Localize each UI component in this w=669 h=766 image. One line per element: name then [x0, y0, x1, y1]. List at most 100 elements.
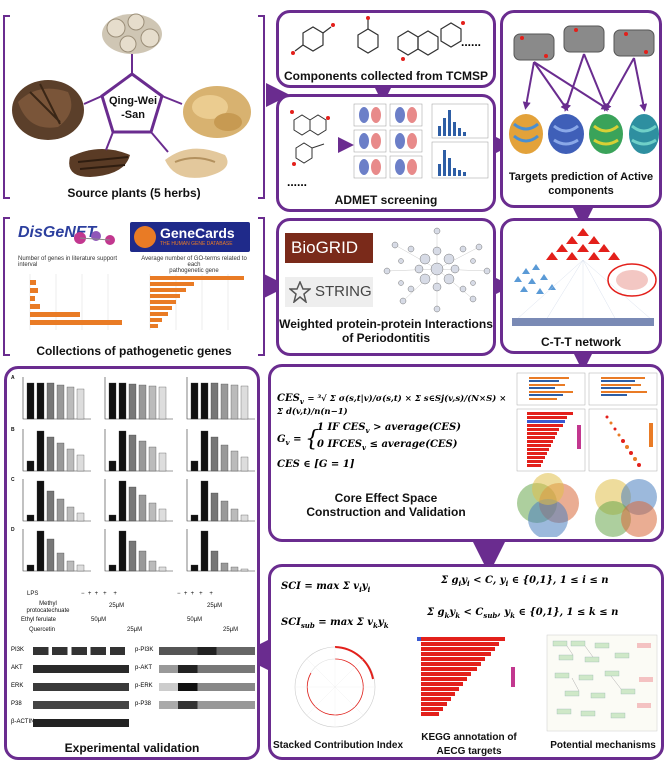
exp-chart-bar: [26, 382, 35, 420]
exp-chart-bar: [36, 530, 45, 572]
experimental-caption: Experimental validation: [64, 741, 200, 755]
exp-chart-bar: [108, 564, 117, 572]
treat-row-lps: LPS − + + + + − + + + +: [9, 591, 257, 601]
string-logo-text: STRING: [315, 283, 372, 300]
blot-p-akt: p-AKT: [135, 661, 257, 679]
herbs-illustration: [12, 13, 251, 178]
treat-row-quercetin-dose: 25μM: [127, 627, 143, 633]
ces-equation: CESv = ³√ Σ σ(s,t|v)/σ(s,t) × Σ s∈Sj(v,s…: [277, 393, 507, 417]
blot-p-erk: p-ERK: [135, 679, 257, 697]
formula-line-2: -San: [121, 109, 145, 121]
bracket-left-mid: [3, 217, 10, 356]
bracket-right-top: [258, 15, 265, 199]
center-pentagon: [100, 72, 164, 134]
treat-row-ethyl-dose: 50μM: [91, 617, 107, 623]
targets-caption-line-1: Targets prediction of Active: [508, 171, 654, 183]
g-case-2-b: ≤ average(CES): [366, 439, 458, 450]
sci-panel: SCI = max Σ viyi SCIsub = max Σ vkyk Σ g…: [268, 564, 664, 760]
val-dot-plot: [588, 408, 658, 472]
exp-chart-bar: [138, 494, 147, 522]
exp-chart-bar: [56, 384, 65, 420]
exp-chart-bar: [230, 566, 239, 572]
admet-panel: ...... ADMET screening: [276, 94, 496, 212]
sci-eq2-rhs: = max Σ v: [314, 617, 374, 628]
sci-caption-b-line-1: KEGG annotation of: [421, 732, 517, 743]
g-case-2: 0 IFCESv ≤ average(CES): [317, 439, 458, 452]
ctt-network: [512, 228, 657, 326]
exp-chart-bar: [118, 430, 127, 472]
exp-chart-bar: [138, 384, 147, 420]
exp-chart-bar: [210, 550, 219, 572]
exp-chart-bar: [56, 498, 65, 522]
exp-chart-bar: [46, 436, 55, 472]
treat-row-quercetin-dose-2: 25μM: [223, 627, 239, 633]
exp-chart-bar: [148, 385, 157, 420]
blots-left: PI3K AKT ERK P38 β-ACTIN: [9, 643, 131, 733]
venn-1: [517, 473, 579, 537]
g-cases: 1 IF CESv > average(CES) 0 IFCESv ≤ aver…: [317, 421, 461, 455]
admet-ellipsis: ......: [287, 175, 308, 189]
g-sub: v: [285, 438, 290, 447]
blot-p-pi3k-band: [159, 647, 255, 655]
exp-chart-bar: [66, 386, 75, 420]
exp-chart-bar: [220, 500, 229, 522]
exp-chart-bar: [200, 530, 209, 572]
ppi-caption-line-2: of Periodontitis: [342, 331, 430, 345]
exp-chart-bar: [66, 448, 75, 472]
panel-label-c: C: [11, 477, 15, 483]
treat-row-ethyl-dose-2: 50μM: [187, 617, 203, 623]
blot-p-erk-label: p-ERK: [135, 683, 153, 689]
treat-row-ethyl: Ethyl ferulate 50μM 50μM: [9, 617, 257, 627]
treat-row-lps-signs-2: − + + + +: [177, 591, 213, 597]
source-plants-caption: Source plants (5 herbs): [67, 186, 201, 200]
herb-5-image: [165, 148, 228, 178]
exp-chart-bar: [76, 388, 85, 420]
blot-p-p38-label: p-P38: [135, 701, 152, 707]
pathogenetic-caption: Collections of pathogenetic genes: [36, 344, 232, 358]
exp-chart-bar: [26, 460, 35, 472]
treat-row-lps-signs: − + + + +: [81, 591, 117, 597]
ces-caption-line-1: Core Effect Space: [334, 491, 438, 505]
venn-2: [595, 479, 657, 537]
exp-chart-bar: [66, 506, 75, 522]
genes-chart-1-title: Number of genes in literature support in…: [18, 256, 118, 268]
violin-grid: [353, 103, 423, 179]
blot-actin: β-ACTIN: [9, 715, 131, 733]
exp-chart-bar: [128, 540, 137, 572]
blot-actin-band: [33, 719, 129, 727]
string-logo: STRING: [285, 277, 373, 307]
exp-chart-bar: [36, 480, 45, 522]
ces-eq-rhs: = ³√ Σ σ(s,t|v)/σ(s,t) × Σ s∈Sj(v,s)/(N×…: [277, 394, 507, 417]
treat-row-ethyl-label: Ethyl ferulate: [21, 617, 57, 623]
genecards-logo-text: GeneCards: [160, 225, 235, 241]
blot-p-p38: p-P38: [135, 697, 257, 715]
exp-chart-bar: [36, 430, 45, 472]
exp-chart-bar: [148, 502, 157, 522]
exp-chart-bar: [240, 385, 249, 420]
targets-caption-line-2: components: [548, 185, 614, 197]
exp-chart-bar: [148, 560, 157, 572]
radial-plot: [294, 646, 376, 728]
kegg-bar-plot: [417, 637, 515, 716]
ces-panel: CESv = ³√ Σ σ(s,t|v)/σ(s,t) × Σ s∈Sj(v,s…: [268, 364, 664, 542]
ppi-panel: BioGRID STRING Weighted protein-protein …: [276, 218, 496, 356]
exp-chart-bar: [240, 514, 249, 522]
blot-erk-label: ERK: [11, 683, 24, 689]
blot-p-pi3k: p-PI3K: [135, 643, 257, 661]
exp-chart-bar: [158, 386, 167, 420]
sci-caption-b: KEGG annotation of AECG targets: [409, 731, 529, 759]
exp-chart-bar: [190, 564, 199, 572]
exp-chart-bar: [56, 552, 65, 572]
pathogenetic-panel: DisGeNET GeneCards THE HUMAN GENE DATABA…: [10, 218, 258, 360]
admet-caption: ADMET screening: [334, 193, 438, 207]
tcmsp-ellipsis: ......: [461, 35, 482, 49]
disgenet-molecule-icon: [74, 231, 115, 245]
blot-p38: P38: [9, 697, 131, 715]
exp-chart-bar: [56, 442, 65, 472]
blot-pi3k: PI3K: [9, 643, 131, 661]
sci-cons1-b: < C, y: [469, 575, 506, 586]
sci-cons2-a: Σ g: [427, 607, 445, 618]
western-blots: PI3K AKT ERK P38 β-ACTIN p-PI3K p-AKT p-…: [9, 643, 257, 741]
exp-chart-bar: [138, 440, 147, 472]
ces-caption-line-2: Construction and Validation: [306, 505, 466, 519]
